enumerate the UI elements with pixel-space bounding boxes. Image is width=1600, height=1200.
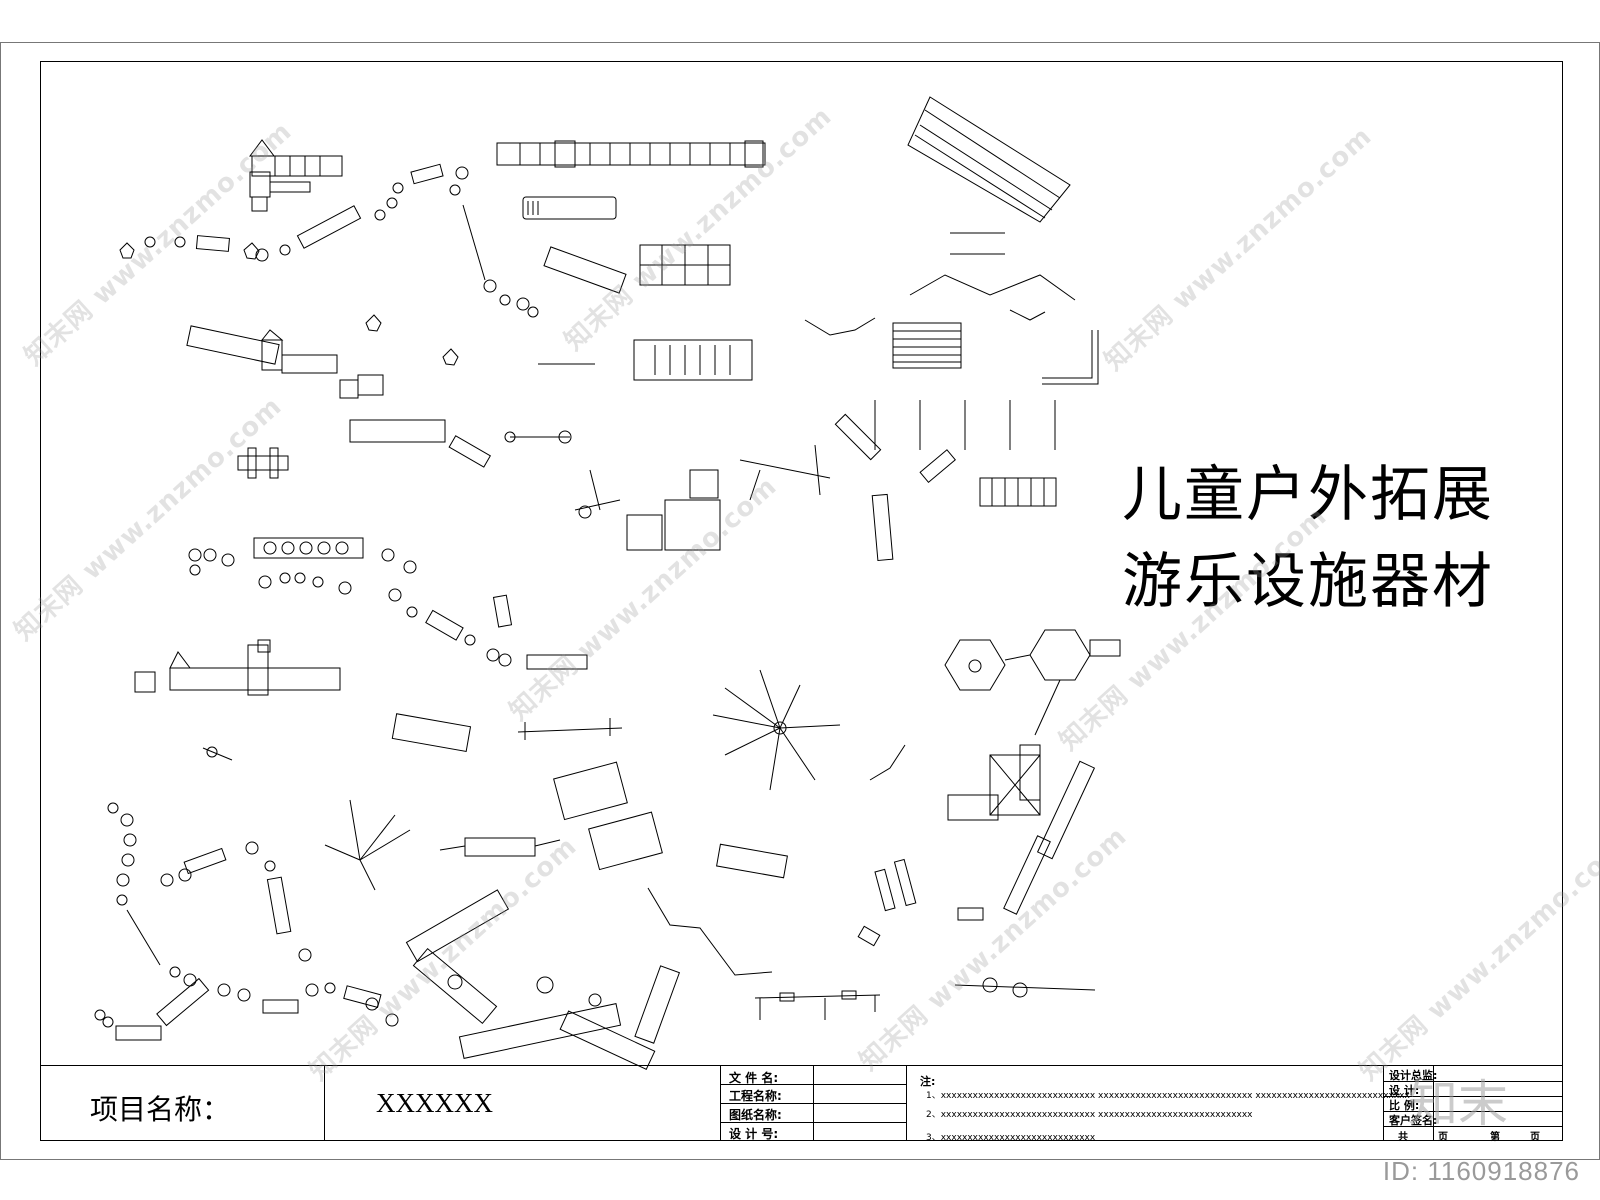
log-bridge-2 [439,837,561,857]
bench-stack [892,322,962,369]
note-line-3: 3、xxxxxxxxxxxxxxxxxxxxxxxxxxxxx [926,1133,1096,1143]
web-frame-a [739,444,831,501]
zigzag-beam [909,274,1076,301]
rope-bridge-top [496,140,766,168]
seesaw [504,430,572,444]
project-label-cell [40,1066,325,1141]
total-pages-label: 页 [1438,1132,1448,1143]
drawing-title: 儿童户外拓展 游乐设施器材 [1122,452,1494,626]
note-line-2: 2、xxxxxxxxxxxxxxxxxxxxxxxxxxxxx xxxxxxxx… [926,1110,1253,1120]
log-pile [405,889,681,1071]
planks-1 [553,761,628,821]
brand-logo: 知末 [1408,1075,1508,1133]
slide-tower-1 [249,139,343,212]
page-label: 页 [1530,1132,1540,1143]
log-bridge [349,419,446,443]
posts-bottom [874,858,917,912]
sig-divider [1384,1111,1563,1112]
project-name-label: 项目名称： [90,1093,231,1126]
ring-bridge [253,537,364,559]
scale-label: 比 例: [1389,1099,1420,1112]
stepping-path-top [144,163,539,318]
sig-divider [1384,1126,1563,1127]
spinner-1 [574,469,621,519]
project-name-value: XXXXXX [376,1088,493,1118]
diagonal-beams [1003,760,1096,915]
net-platform [947,744,1041,821]
signature-label-cell [1384,1066,1434,1141]
image-id-tag: ID: 1160918876 [1382,1156,1580,1186]
notes-label: 注: [920,1075,936,1088]
title-block: 项目名称： XXXXXX 文 件 名: 工程名称: 图纸名称: 设 计 号: 注… [40,1065,1563,1143]
sig-divider [1384,1096,1563,1097]
field-divider [721,1122,907,1123]
drawing-name-label: 图纸名称: [729,1108,782,1122]
designer-label: 设 计: [1389,1084,1420,1097]
notes-cell [907,1066,1384,1141]
grid-net [639,244,731,286]
title-line-2: 游乐设施器材 [1122,547,1494,617]
slide-tower-3 [134,639,341,696]
page-no-label: 第 [1490,1132,1500,1143]
stepping-path-bottom [94,802,399,1028]
project-title-label: 工程名称: [729,1089,782,1103]
frame-squares [626,469,721,551]
tunnel-bench [522,196,617,220]
swing-frame [754,990,881,1020]
sig-divider [1384,1081,1563,1082]
tree-log-left [324,799,411,891]
stepping-stones-middle [188,548,512,667]
project-value-cell [325,1066,721,1141]
bench-a [237,447,289,479]
field-divider [721,1103,907,1104]
note-line-1: 1、xxxxxxxxxxxxxxxxxxxxxxxxxxxxx xxxxxxxx… [926,1091,1410,1101]
design-director-label: 设计总监: [1389,1069,1438,1082]
ladder-3 [716,843,788,879]
vertical-posts [874,400,1056,450]
field-divider [721,1084,907,1085]
seesaw-2 [954,977,1096,998]
zigzag-balance [647,887,773,976]
ladder-1 [543,246,627,294]
client-signature-label: 客户签名: [1389,1114,1438,1127]
slide-tower-2 [186,325,384,399]
planks-2 [588,811,663,871]
bridge-ladder [391,713,472,752]
file-name-label: 文 件 名: [729,1071,779,1085]
total-label: 共 [1398,1132,1408,1143]
ladder-2 [979,477,1057,507]
bench-rail [517,718,623,740]
ladder-box [633,339,753,381]
star-pieces [119,242,459,366]
climbing-net-tower [907,96,1071,223]
tree-structure [712,669,841,791]
corner-bench [1042,330,1099,385]
hex-towers [944,629,1121,736]
chain-swing [804,317,876,336]
title-line-1: 儿童户外拓展 [1122,460,1494,530]
drawing-sheet-border [40,61,1563,1141]
design-number-label: 设 计 号: [729,1127,779,1141]
